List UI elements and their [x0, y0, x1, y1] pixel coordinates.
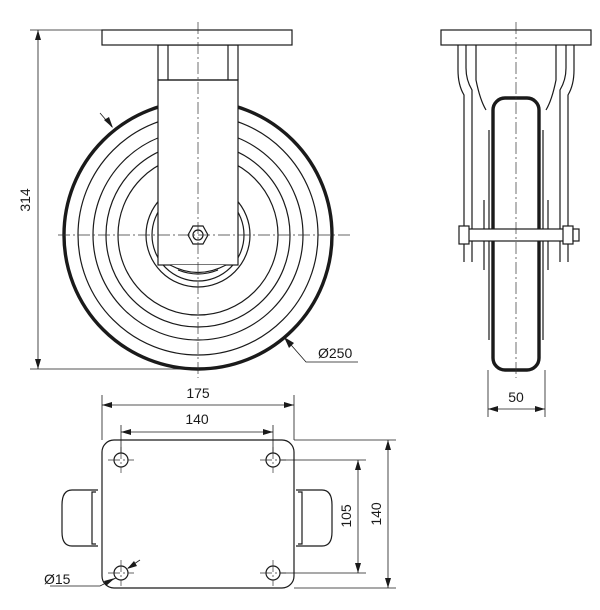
dim-wheel-width-label: 50: [508, 389, 524, 405]
dim-bolt-spacing-x-label: 140: [185, 411, 209, 427]
dim-bolt-spacing-y-label: 105: [338, 504, 354, 528]
dim-bolt-hole-diameter-label: Ø15: [44, 571, 71, 587]
top-view: 175 140 105 140 Ø15: [44, 385, 396, 589]
dim-wheel-diameter-label: Ø250: [318, 345, 352, 361]
side-view: 50: [440, 22, 592, 417]
mounting-plate-front: [101, 29, 293, 46]
dim-plate-width-label: 175: [186, 385, 210, 401]
front-view: 314 Ø250: [17, 22, 358, 378]
dim-plate-length-label: 140: [368, 502, 384, 526]
dim-height-label: 314: [17, 188, 33, 212]
mounting-plate-top: [101, 439, 295, 589]
